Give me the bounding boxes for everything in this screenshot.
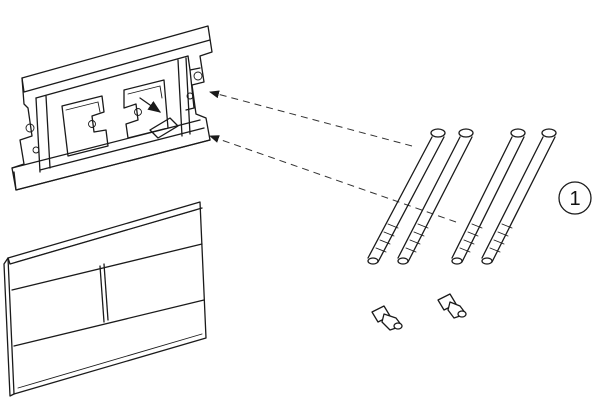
connector-right bbox=[437, 293, 467, 319]
screw-4 bbox=[481, 128, 557, 265]
callout-marker: 1 bbox=[558, 181, 592, 215]
flush-plate bbox=[3, 201, 207, 397]
callout-label: 1 bbox=[569, 188, 580, 210]
long-screws bbox=[367, 128, 557, 265]
small-connectors bbox=[371, 293, 467, 331]
assembly-guide-lines bbox=[209, 90, 457, 223]
connector-left bbox=[371, 305, 403, 331]
screw-2 bbox=[397, 128, 474, 265]
callout-circle bbox=[558, 181, 592, 215]
screw-3 bbox=[451, 128, 526, 265]
mounting-frame bbox=[11, 25, 213, 191]
screw-1 bbox=[367, 128, 446, 265]
